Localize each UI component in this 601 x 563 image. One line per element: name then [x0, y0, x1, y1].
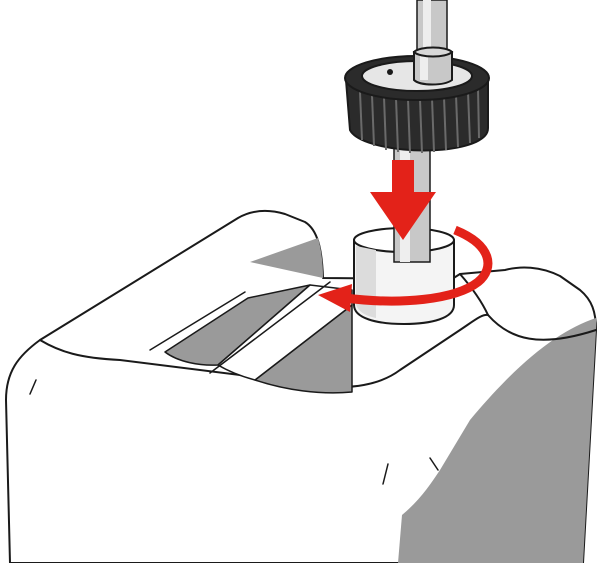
canister — [5, 209, 597, 563]
detail-tick-right — [429, 457, 439, 471]
groove-line-1 — [149, 291, 246, 351]
cap-vent-hole — [387, 69, 393, 75]
tube-upper — [416, 0, 448, 53]
neck-shade — [356, 246, 376, 318]
instruction-arrows — [318, 160, 493, 312]
screw-cap — [344, 46, 490, 154]
cap-ridges — [359, 87, 480, 154]
fitting-nut-highlight — [420, 54, 428, 80]
canister-shoulder-shadow — [250, 238, 323, 278]
down-arrow-icon — [370, 160, 436, 240]
tube-upper-highlight — [423, 0, 431, 52]
canister-right-shoulder — [459, 273, 597, 341]
fitting-nut-top — [412, 46, 454, 58]
detail-tick-mid — [382, 463, 389, 485]
canister-right-shadow — [398, 318, 596, 563]
groove-line-2 — [209, 281, 331, 374]
detail-tick-left — [29, 379, 37, 395]
canister-front-edge — [39, 313, 489, 388]
rotate-arrow-icon — [318, 225, 493, 312]
handle-recess-right — [254, 304, 353, 394]
